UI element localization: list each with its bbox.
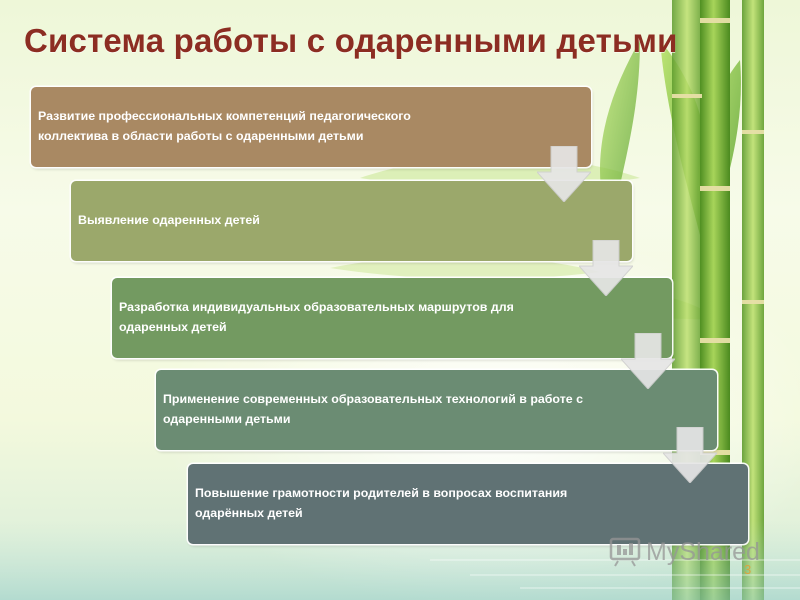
down-arrow-icon	[621, 333, 675, 389]
myshared-watermark: MyShared	[608, 537, 760, 567]
step-5-text: Повышение грамотности родителей в вопрос…	[195, 486, 568, 520]
step-1-box: Развитие профессиональных компетенций пе…	[31, 87, 591, 167]
step-3-box: Разработка индивидуальных образовательны…	[112, 278, 672, 358]
watermark-text: MyShared	[646, 537, 760, 566]
step-2-text: Выявление одаренных детей	[78, 213, 260, 228]
myshared-logo-icon	[609, 537, 641, 567]
step-4-box: Применение современных образовательных т…	[156, 370, 717, 450]
step-1-text: Развитие профессиональных компетенций пе…	[38, 109, 411, 143]
slide-title: Система работы с одаренными детьми	[24, 22, 678, 59]
step-4-text: Применение современных образовательных т…	[163, 392, 583, 426]
step-2-box: Выявление одаренных детей	[71, 181, 632, 261]
page-number: 3	[744, 562, 752, 577]
down-arrow-icon	[663, 427, 717, 483]
down-arrow-icon	[537, 146, 591, 202]
down-arrow-icon	[579, 240, 633, 296]
step-3-text: Разработка индивидуальных образовательны…	[119, 300, 514, 334]
step-5-box: Повышение грамотности родителей в вопрос…	[188, 464, 748, 544]
